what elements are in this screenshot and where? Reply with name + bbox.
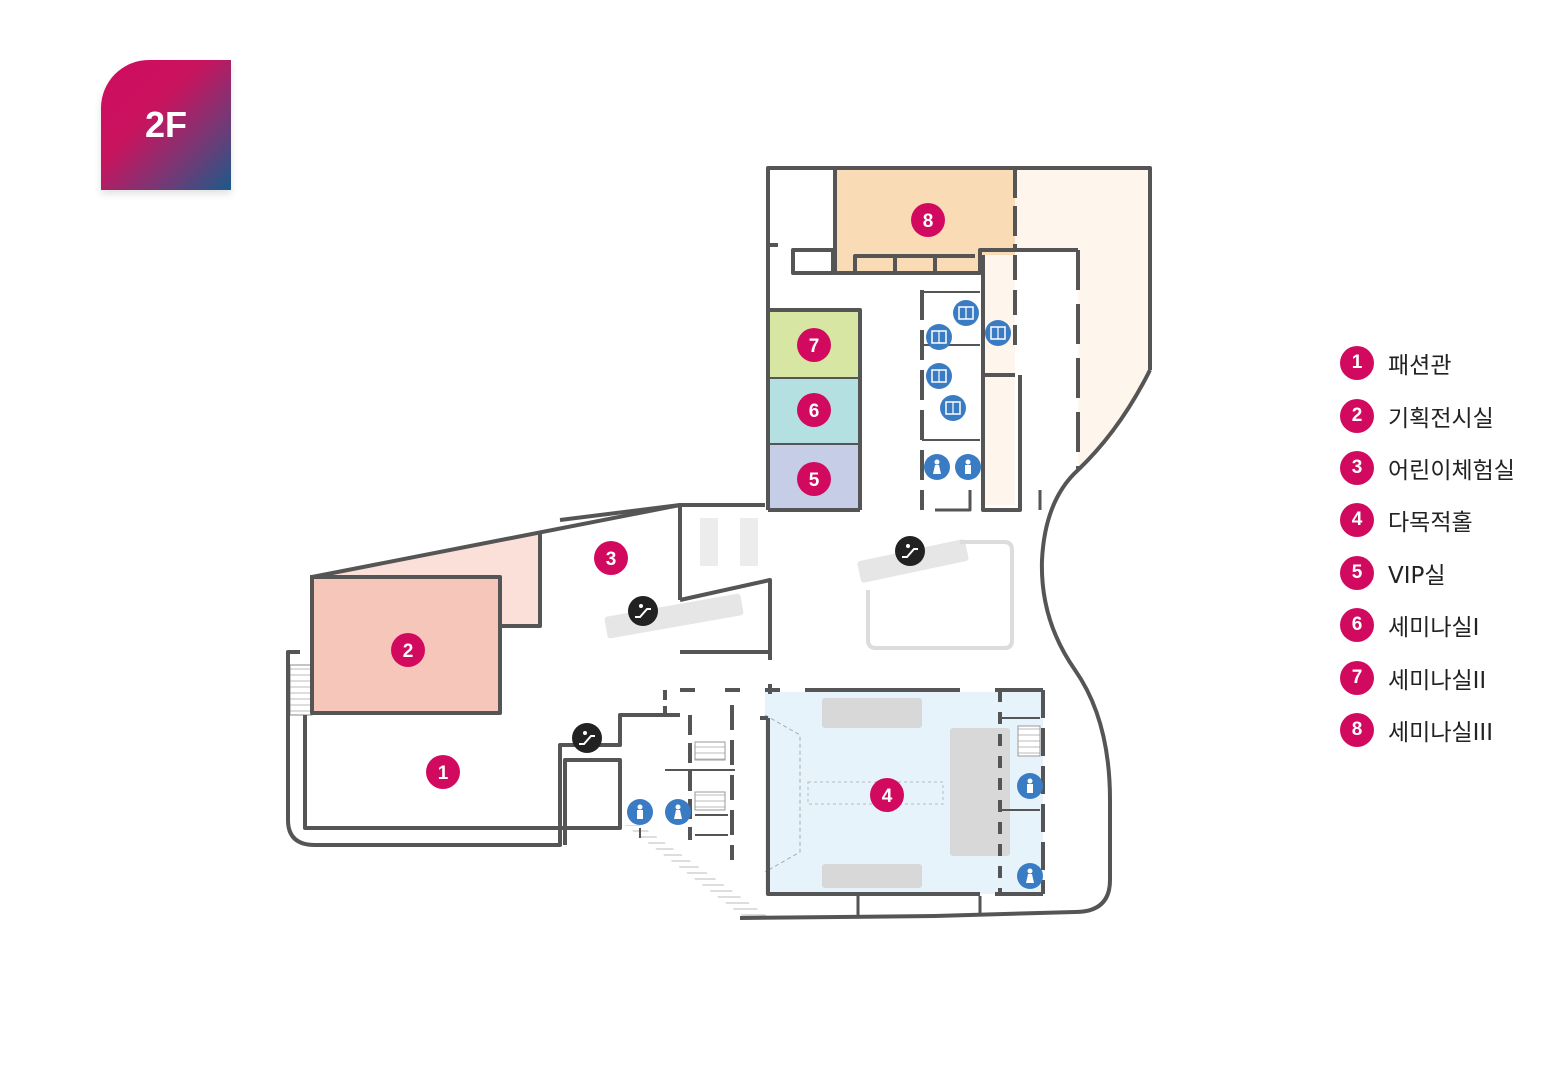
hall-stage-top: [822, 698, 922, 728]
legend-item-3[interactable]: 3 어린이체험실: [1340, 442, 1515, 494]
legend-label: 기획전시실: [1388, 405, 1494, 432]
legend-number-badge: 5: [1340, 555, 1374, 590]
legend-label: 세미나실III: [1388, 719, 1493, 746]
restroom-female-icon: [1017, 863, 1043, 889]
atrium-outline: [866, 540, 1014, 650]
room-marker-label: 2: [403, 641, 414, 662]
legend-number-badge: 8: [1340, 712, 1374, 747]
legend-item-6[interactable]: 6 세미나실I: [1340, 599, 1515, 651]
room-legend: 1 패션관 2 기획전시실 3 어린이체험실 4 다목적홀 5 VIP실 6 세…: [1340, 337, 1515, 756]
legend-label: 세미나실II: [1388, 667, 1487, 694]
elevator-icon: [985, 320, 1011, 346]
hall-seating-outline: [764, 714, 801, 873]
east-corridor-area: [985, 255, 1015, 505]
legend-label: 패션관: [1388, 353, 1452, 380]
room-marker-8[interactable]: 8: [911, 203, 945, 237]
legend-label: VIP실: [1388, 562, 1446, 589]
legend-number-badge: 1: [1340, 346, 1374, 381]
restroom-male-icon: [1017, 773, 1043, 799]
legend-number-badge: 7: [1340, 660, 1374, 695]
east-annex-area: [1015, 168, 1150, 470]
legend-item-1[interactable]: 1 패션관: [1340, 337, 1515, 389]
stair-hall: [1017, 725, 1041, 757]
legend-item-5[interactable]: 5 VIP실: [1340, 547, 1515, 599]
elevator-icon: [940, 395, 966, 421]
escalator-icon: [895, 536, 925, 566]
elevator-icon: [926, 324, 952, 350]
legend-item-8[interactable]: 8 세미나실III: [1340, 704, 1515, 756]
legend-item-7[interactable]: 7 세미나실II: [1340, 651, 1515, 703]
restroom-female-icon: [665, 799, 691, 825]
restroom-male-icon: [955, 454, 981, 480]
legend-number-badge: 3: [1340, 450, 1374, 485]
floor-badge: 2F: [101, 60, 231, 190]
stair-core-a: [694, 741, 726, 761]
hall-stage-bottom: [822, 864, 922, 888]
legend-number-badge: 2: [1340, 398, 1374, 433]
room-marker-label: 3: [606, 549, 617, 570]
legend-label: 세미나실I: [1388, 615, 1480, 642]
legend-item-2[interactable]: 2 기획전시실: [1340, 389, 1515, 441]
restroom-male-icon: [627, 799, 653, 825]
stair-west: [289, 664, 313, 716]
floor-label: 2F: [144, 104, 187, 145]
walls: [286, 166, 1152, 920]
room-marker-3[interactable]: 3: [594, 541, 628, 575]
restroom-female-icon: [924, 454, 950, 480]
room-3-columns-b: [740, 518, 758, 566]
room-marker-label: 1: [438, 763, 449, 784]
stair-core-b: [694, 791, 726, 811]
room-marker-6[interactable]: 6: [797, 393, 831, 427]
room-marker-2[interactable]: 2: [391, 633, 425, 667]
room-marker-label: 6: [809, 401, 820, 422]
room-marker-label: 4: [882, 786, 893, 807]
room-marker-label: 5: [809, 470, 820, 491]
hall-stage-right: [950, 728, 1010, 856]
elevator-icon: [953, 300, 979, 326]
legend-number-badge: 4: [1340, 503, 1374, 538]
legend-label: 어린이체험실: [1388, 457, 1515, 484]
escalator-icon: [572, 723, 602, 753]
elevator-icon: [926, 363, 952, 389]
legend-item-4[interactable]: 4 다목적홀: [1340, 494, 1515, 546]
room-marker-label: 7: [809, 336, 820, 357]
room-marker-label: 8: [923, 211, 934, 232]
ramp-south: [625, 825, 770, 918]
room-marker-5[interactable]: 5: [797, 462, 831, 496]
legend-label: 다목적홀: [1388, 510, 1473, 537]
room-marker-7[interactable]: 7: [797, 328, 831, 362]
room-marker-4[interactable]: 4: [870, 778, 904, 812]
escalator-icon: [628, 596, 658, 626]
room-3-annex-area: [312, 531, 540, 626]
escalator-block-3: [604, 593, 744, 639]
room-3-columns-a: [700, 518, 718, 566]
room-marker-1[interactable]: 1: [426, 755, 460, 789]
legend-number-badge: 6: [1340, 608, 1374, 643]
